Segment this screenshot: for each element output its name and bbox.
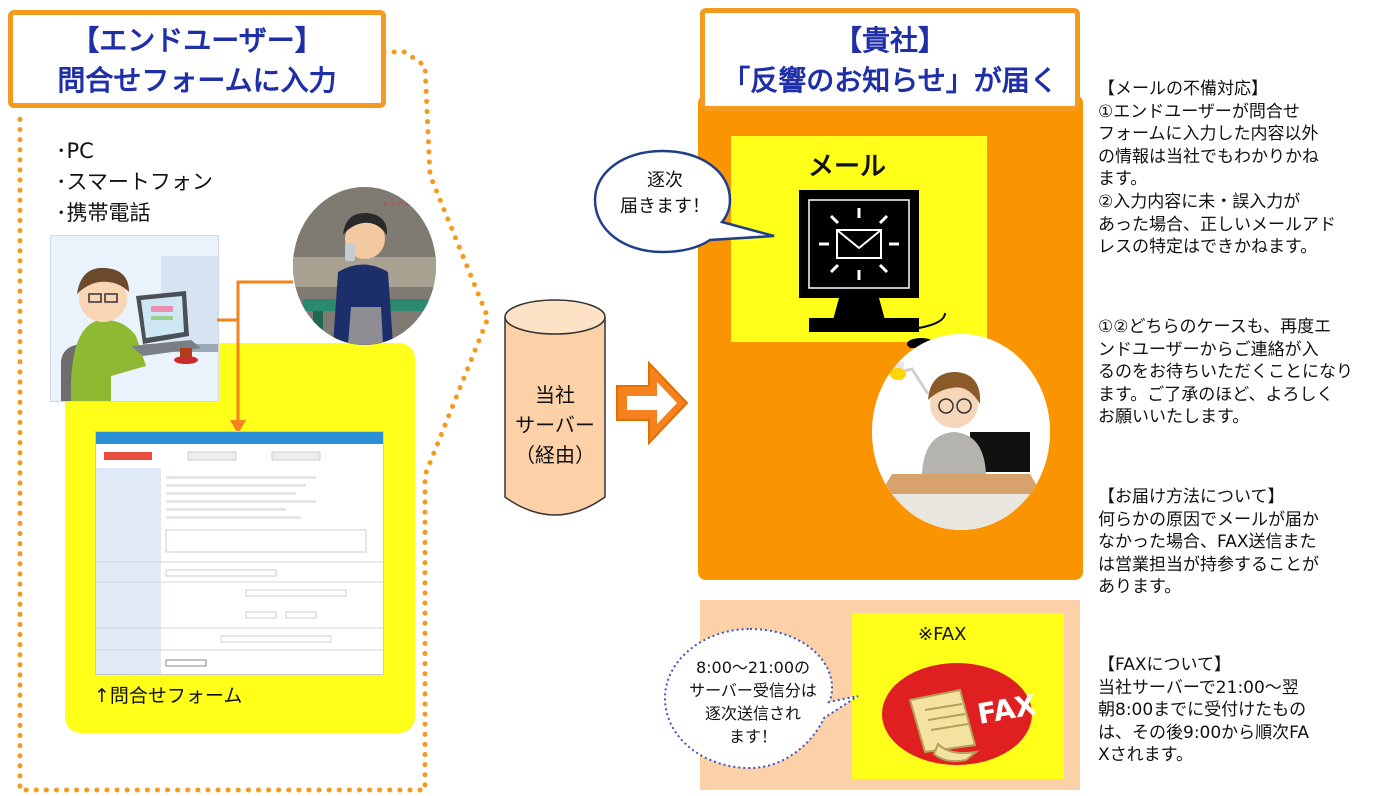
fax-label: ※FAX	[918, 624, 967, 645]
bubble-line: 逐次送信され	[704, 704, 801, 723]
mail-label: メール	[808, 152, 887, 182]
server-label: 当社 サーバー （経由）	[502, 380, 608, 470]
note-fax: 【FAXについて】 当社サーバーで21:00〜翌 朝8:00までに受付けたもの …	[1098, 655, 1310, 766]
pc-user-illustration	[50, 235, 219, 402]
company-title-box: 【貴社】 「反響のお知らせ」が届く	[700, 8, 1080, 111]
server-label-line: サーバー	[515, 413, 595, 437]
device-item: ･PC	[56, 139, 94, 163]
server-label-line: 当社	[535, 383, 575, 407]
smartphone-user-illustration: *^^*	[293, 187, 436, 345]
form-caption: ↑問合せフォーム	[94, 685, 243, 707]
office-worker-illustration	[872, 334, 1050, 530]
device-list: ･PC ･スマートフォン ･携帯電話	[56, 136, 213, 229]
bubble-line: 届きます！	[620, 196, 710, 217]
bubble-line: 8:00〜21:00の	[695, 658, 811, 677]
arrival-speech-bubble	[593, 149, 775, 254]
fax-bubble-text: 8:00〜21:00の サーバー受信分は 逐次送信され ます！	[670, 656, 836, 748]
company-title-line2: 「反響のお知らせ」が届く	[722, 64, 1058, 97]
enduser-title-line2: 問合せフォームに入力	[57, 64, 337, 97]
mail-monitor-icon	[799, 190, 946, 348]
svg-text:*^^*: *^^*	[383, 201, 410, 212]
note-both-cases: ①②どちらのケースも、再度エ ンドユーザーからご連絡が入 るのをお待ちいただくこ…	[1098, 317, 1353, 428]
server-label-line: （経由）	[515, 443, 595, 467]
enduser-title-line1: 【エンドユーザー】	[71, 24, 323, 57]
inquiry-form-screenshot	[95, 431, 384, 675]
arrival-bubble-text: 逐次 届きます！	[598, 168, 732, 220]
bubble-line: サーバー受信分は	[689, 681, 817, 700]
bubble-line: ます！	[728, 727, 777, 746]
fax-icon: FAX	[882, 663, 1035, 765]
bubble-line: 逐次	[647, 170, 683, 191]
note-mail-issue: 【メールの不備対応】 ①エンドユーザーが問合せ フォームに入力した内容以外 の情…	[1098, 79, 1336, 258]
right-arrow-icon	[616, 360, 689, 446]
device-item: ･携帯電話	[56, 201, 151, 225]
company-title-line1: 【貴社】	[833, 24, 946, 57]
server-cylinder	[504, 299, 606, 516]
note-delivery: 【お届け方法について】 何らかの原因でメールが届か なかった場合、FAX送信また…	[1098, 487, 1319, 598]
fax-speech-bubble	[663, 627, 859, 770]
device-item: ･スマートフォン	[56, 170, 213, 194]
enduser-title-box: 【エンドユーザー】 問合せフォームに入力	[8, 10, 386, 108]
